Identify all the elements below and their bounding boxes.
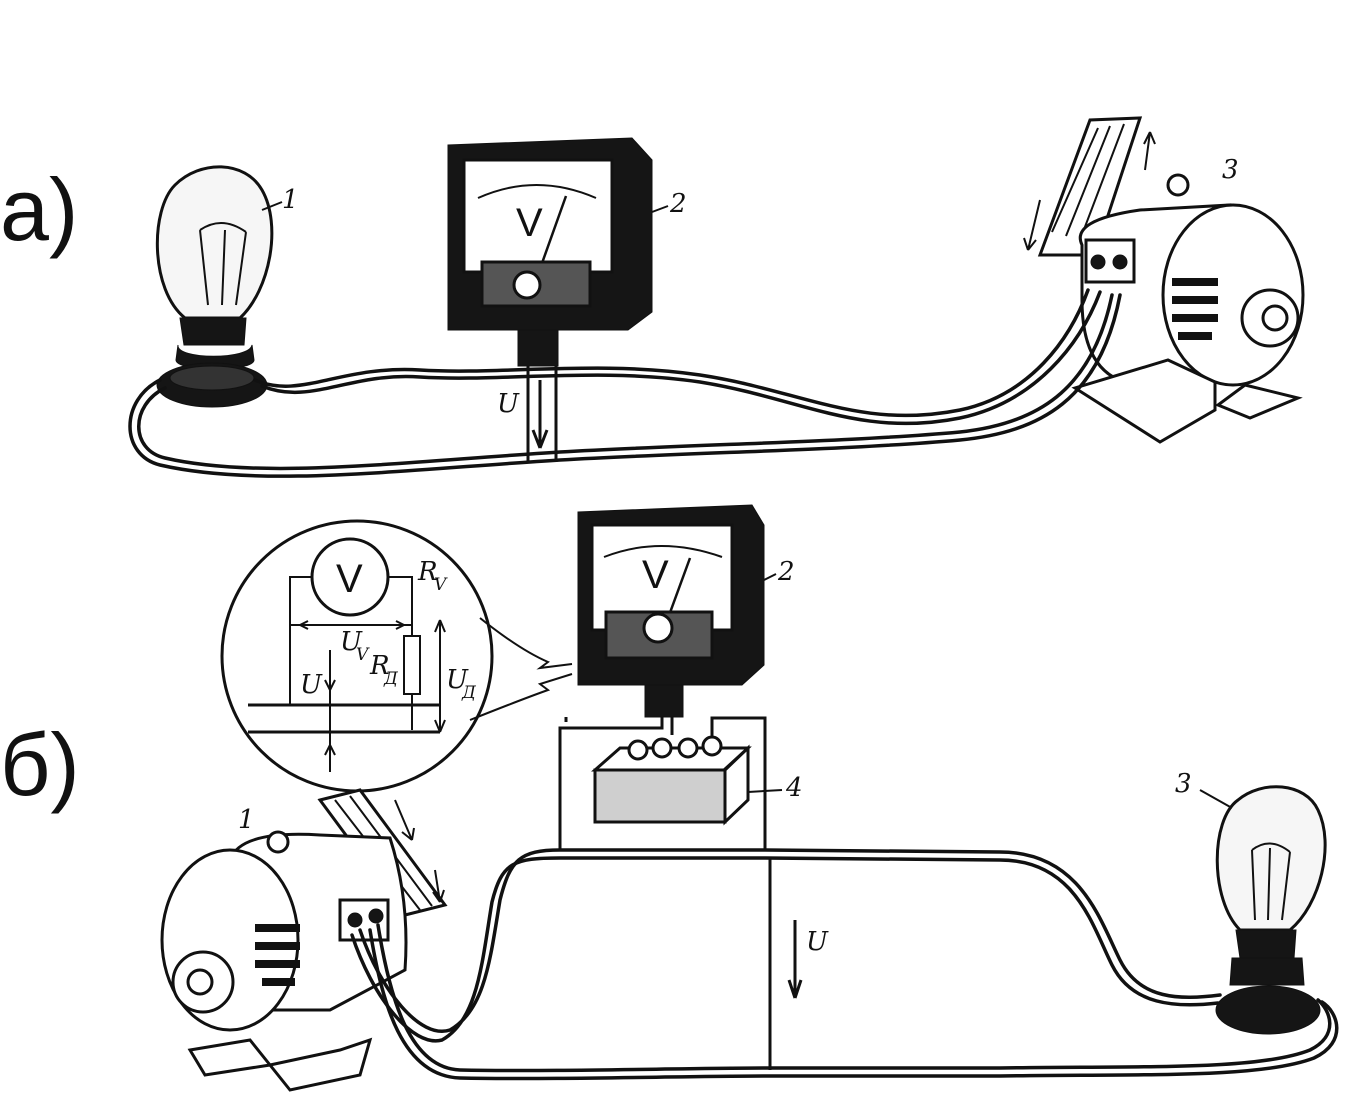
- panel-b-voltmeter-number: 2: [777, 557, 795, 587]
- panel-b-voltage-symbol: U: [806, 927, 829, 957]
- panel-b-generator-number: 1: [238, 805, 255, 835]
- panel-a-voltmeter-face: V: [516, 201, 543, 245]
- inset-schematic: [220, 519, 494, 793]
- inset-rv-main: R: [417, 557, 438, 587]
- panel-b-resistor-box: [591, 735, 752, 826]
- inset-ud-main: U: [446, 665, 469, 695]
- panel-b-voltage-arrow: [787, 920, 803, 999]
- inset-resistor: [403, 635, 421, 695]
- panel-b-generator: [160, 788, 448, 1092]
- inset-uv-sub: V: [356, 645, 370, 665]
- inset-rv-sub: V: [434, 575, 448, 595]
- panel-a-generator: [1037, 116, 1305, 444]
- panel-a-belt-arrow-down: [1023, 199, 1041, 251]
- panel-b-voltmeter-face: V: [642, 553, 669, 597]
- panel-a-label: а): [0, 160, 78, 259]
- panel-a-voltage-symbol: U: [497, 389, 520, 419]
- inset-ud-sub: Д: [461, 683, 477, 703]
- inset-u-symbol: U: [300, 670, 323, 700]
- panel-a-wires: [128, 288, 1122, 478]
- panel-a-belt-arrow-up: [1143, 131, 1156, 171]
- inset-pointer-upper: [479, 617, 573, 670]
- panel-a: 1 V 2: [128, 116, 1305, 478]
- panel-a-lamp: [155, 165, 274, 408]
- panel-a-lamp-number: 1: [282, 185, 299, 215]
- panel-b-belt-arrow-bottom: [432, 869, 445, 903]
- panel-b-voltmeter: [577, 504, 765, 718]
- inset-meter-symbol: V: [336, 557, 363, 601]
- panel-b-belt-arrow-top: [394, 799, 415, 841]
- panel-a-voltage-arrow: [531, 380, 549, 449]
- panel-b-resistor-box-number: 4: [785, 773, 803, 803]
- panel-b: V R V U V R Д U Д U V 2: [160, 504, 1339, 1092]
- inset-rd-main: R: [369, 651, 390, 681]
- inset-pointer-lower: [469, 673, 573, 721]
- panel-a-generator-number: 3: [1222, 155, 1239, 185]
- inset-uv-main: U: [340, 627, 363, 657]
- panel-b-lamp: [1215, 785, 1327, 1035]
- panel-a-voltmeter: [447, 137, 653, 367]
- panel-b-wires: [350, 716, 1339, 1081]
- panel-a-voltmeter-number: 2: [669, 189, 687, 219]
- inset-rd-sub: Д: [383, 669, 399, 689]
- panel-b-lamp-number: 3: [1175, 769, 1192, 799]
- panel-b-label: б): [0, 715, 80, 814]
